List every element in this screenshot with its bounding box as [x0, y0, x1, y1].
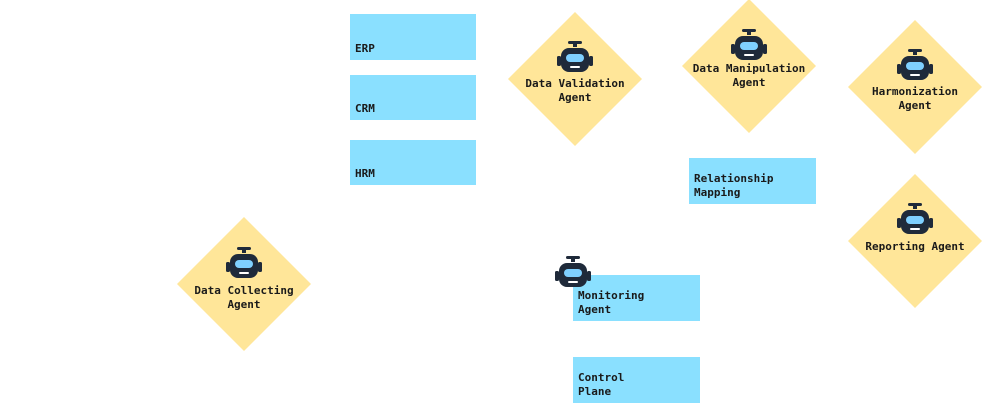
- diamond-shape: [508, 12, 642, 146]
- data-manipulation-agent-label: Data Manipulation Agent: [692, 62, 806, 89]
- diamond-shape: [848, 20, 982, 154]
- control-plane-box: Control Plane: [573, 357, 700, 403]
- data-collecting-agent-label: Data Collecting Agent: [194, 284, 294, 311]
- erp-box: ERP: [350, 14, 476, 60]
- monitoring-robot-icon: [555, 256, 591, 290]
- harmonization-agent: Harmonization Agent: [848, 20, 982, 154]
- monitoring-agent-box: Monitoring Agent: [573, 275, 700, 321]
- data-validation-agent-label: Data Validation Agent: [525, 77, 625, 104]
- control-plane-label: Control Plane: [578, 371, 625, 398]
- reporting-agent-label: Reporting Agent: [865, 240, 965, 253]
- data-collecting-agent: Data Collecting Agent: [177, 217, 311, 351]
- reporting-agent: Reporting Agent: [848, 174, 982, 308]
- erp-label: ERP: [355, 42, 375, 55]
- robot-icon: [897, 203, 933, 234]
- relationship-mapping-label: Relationship Mapping: [694, 172, 774, 199]
- data-manipulation-agent: Data Manipulation Agent: [682, 0, 816, 133]
- harmonization-agent-label: Harmonization Agent: [871, 85, 959, 112]
- hrm-box: HRM: [350, 140, 476, 185]
- crm-label: CRM: [355, 102, 375, 115]
- robot-icon: [557, 41, 593, 72]
- relationship-mapping-box: Relationship Mapping: [689, 158, 816, 204]
- robot-icon: [731, 29, 767, 60]
- monitoring-agent-label: Monitoring Agent: [578, 289, 645, 316]
- diamond-shape: [848, 174, 982, 308]
- crm-box: CRM: [350, 75, 476, 120]
- diamond-shape: [177, 217, 311, 351]
- hrm-label: HRM: [355, 167, 375, 180]
- robot-icon: [897, 49, 933, 80]
- data-validation-agent: Data Validation Agent: [508, 12, 642, 146]
- diamond-shape: [682, 0, 816, 133]
- robot-icon: [226, 247, 262, 278]
